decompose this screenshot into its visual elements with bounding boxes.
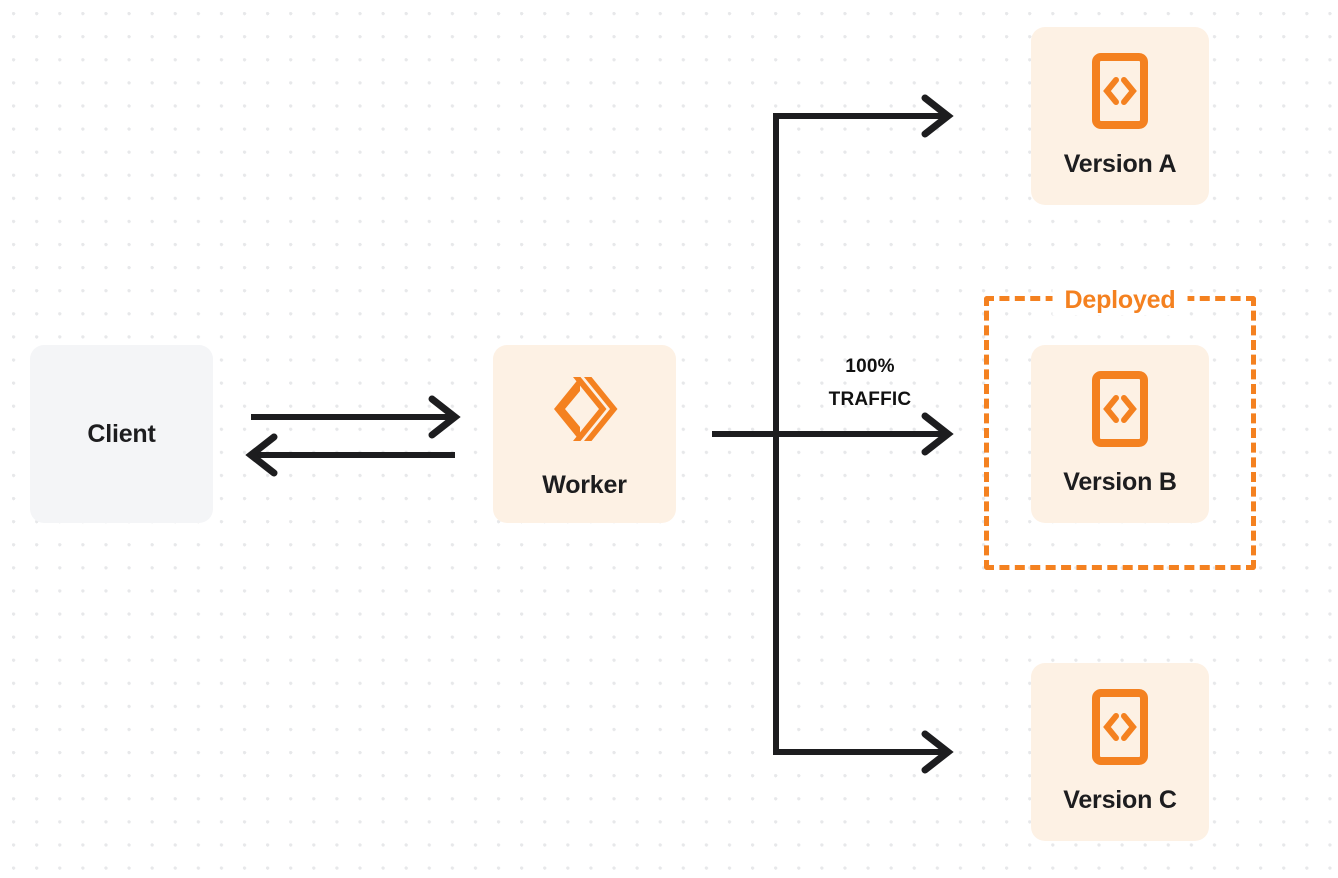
traffic-percent-caption: TRAFFIC — [828, 389, 912, 410]
node-version-a-label: Version A — [1063, 150, 1177, 178]
cloudflare-workers-logo-icon — [544, 368, 626, 455]
node-version-b-label: Version B — [1063, 468, 1177, 496]
arrow-worker-to-version-b — [712, 412, 954, 456]
group-deployed-label: Deployed — [1052, 285, 1188, 315]
code-file-icon — [1092, 371, 1148, 452]
node-client-label: Client — [87, 419, 156, 448]
node-worker[interactable]: Worker — [493, 345, 676, 523]
node-worker-label: Worker — [542, 471, 627, 499]
code-file-icon — [1092, 689, 1148, 770]
traffic-percentage-label: 100% TRAFFIC — [790, 350, 950, 416]
arrow-worker-to-client — [245, 433, 455, 477]
node-client[interactable]: Client — [30, 345, 213, 523]
node-version-c[interactable]: Version C — [1031, 663, 1209, 841]
arrow-worker-to-version-c — [773, 730, 954, 774]
arrow-worker-to-version-a — [773, 94, 954, 138]
node-version-b[interactable]: Version B — [1031, 345, 1209, 523]
arrow-client-to-worker — [251, 395, 461, 439]
node-version-c-label: Version C — [1063, 786, 1177, 814]
group-deployed: Deployed — [984, 285, 1256, 570]
traffic-percent-value: 100% — [845, 356, 895, 377]
code-file-icon — [1092, 53, 1148, 134]
node-version-a[interactable]: Version A — [1031, 27, 1209, 205]
